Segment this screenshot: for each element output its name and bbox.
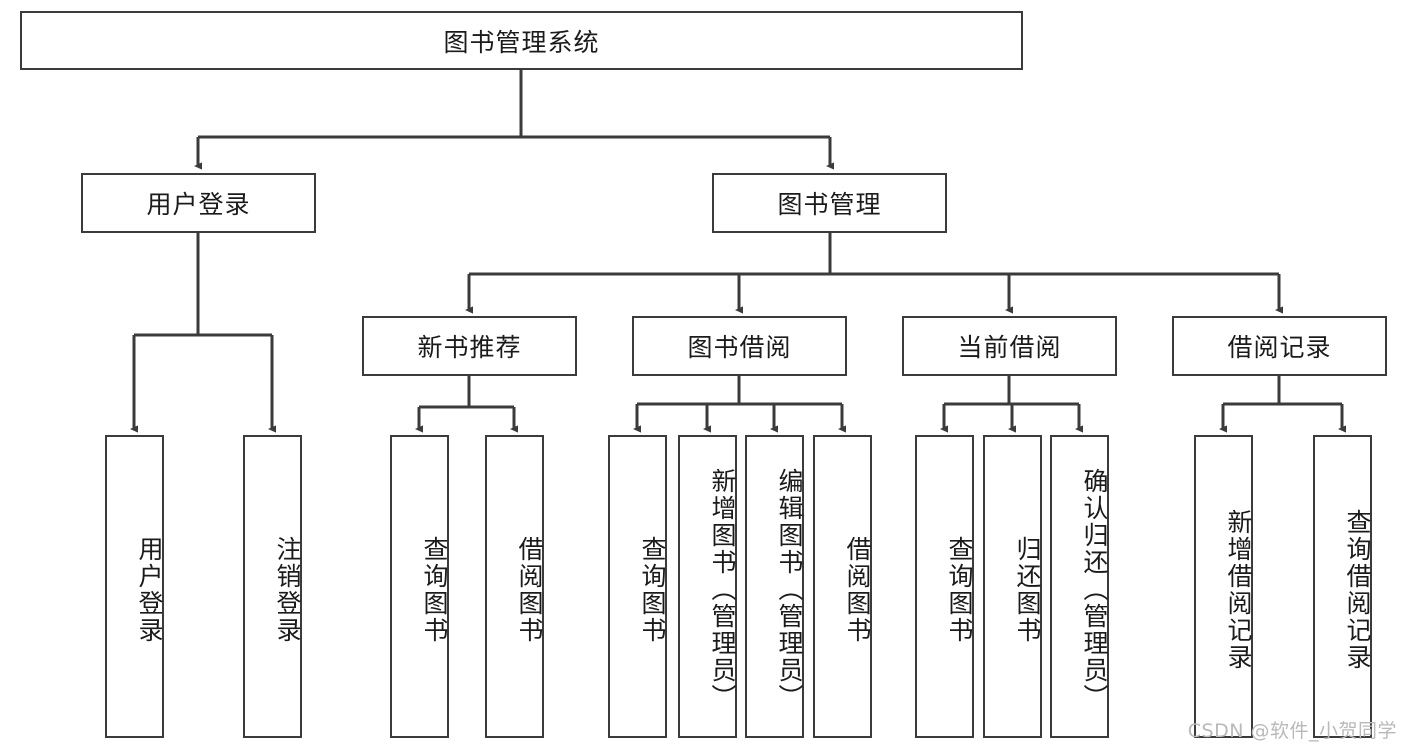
node-leaf-return-book[interactable]: 归还图书 — [983, 435, 1042, 738]
node-leaf-add-record[interactable]: 新增借阅记录 — [1194, 435, 1253, 738]
node-root[interactable]: 图书管理系统 — [20, 11, 1023, 70]
node-leaf-user-login-label: 用户登录 — [135, 535, 164, 644]
node-root-label: 图书管理系统 — [443, 27, 600, 57]
node-leaf-borrow-book-2[interactable]: 借阅图书 — [813, 435, 872, 738]
node-borrow-record-label: 借阅记录 — [1227, 333, 1332, 362]
node-leaf-edit-book-label: 编辑图书（管理员） — [775, 468, 804, 711]
node-leaf-borrow-book-1[interactable]: 借阅图书 — [485, 435, 544, 738]
node-leaf-query-book-2[interactable]: 查询图书 — [608, 435, 667, 738]
node-leaf-confirm-return[interactable]: 确认归还（管理员） — [1050, 435, 1109, 738]
node-leaf-query-book-3[interactable]: 查询图书 — [915, 435, 974, 738]
node-leaf-add-book[interactable]: 新增图书（管理员） — [678, 435, 737, 738]
node-leaf-query-record-label: 查询借阅记录 — [1343, 508, 1372, 671]
node-new-book-recommend[interactable]: 新书推荐 — [362, 316, 577, 376]
node-leaf-query-book-3-label: 查询图书 — [945, 535, 974, 644]
node-borrow-record[interactable]: 借阅记录 — [1172, 316, 1387, 376]
node-leaf-query-book-2-label: 查询图书 — [638, 535, 667, 644]
node-user-login[interactable]: 用户登录 — [81, 173, 316, 233]
node-leaf-add-record-label: 新增借阅记录 — [1224, 508, 1253, 671]
watermark: CSDN @软件_小贺同学 — [1187, 720, 1397, 742]
node-leaf-confirm-return-label: 确认归还（管理员） — [1080, 468, 1109, 711]
node-new-book-recommend-label: 新书推荐 — [417, 333, 522, 362]
node-book-borrow[interactable]: 图书借阅 — [632, 316, 847, 376]
node-leaf-query-record[interactable]: 查询借阅记录 — [1313, 435, 1372, 738]
node-leaf-borrow-book-2-label: 借阅图书 — [843, 535, 872, 644]
node-leaf-user-logout-label: 注销登录 — [273, 535, 302, 644]
node-leaf-user-logout[interactable]: 注销登录 — [243, 435, 302, 738]
node-current-borrow-label: 当前借阅 — [957, 333, 1062, 362]
node-book-manage-label: 图书管理 — [777, 190, 882, 219]
node-book-borrow-label: 图书借阅 — [687, 333, 792, 362]
node-user-login-label: 用户登录 — [146, 190, 251, 219]
node-leaf-return-book-label: 归还图书 — [1013, 535, 1042, 644]
node-book-manage[interactable]: 图书管理 — [712, 173, 947, 233]
node-leaf-edit-book[interactable]: 编辑图书（管理员） — [745, 435, 804, 738]
node-current-borrow[interactable]: 当前借阅 — [902, 316, 1117, 376]
node-leaf-borrow-book-1-label: 借阅图书 — [515, 535, 544, 644]
node-leaf-user-login[interactable]: 用户登录 — [105, 435, 164, 738]
node-leaf-query-book-1-label: 查询图书 — [420, 535, 449, 644]
node-leaf-query-book-1[interactable]: 查询图书 — [390, 435, 449, 738]
node-leaf-add-book-label: 新增图书（管理员） — [708, 468, 737, 711]
